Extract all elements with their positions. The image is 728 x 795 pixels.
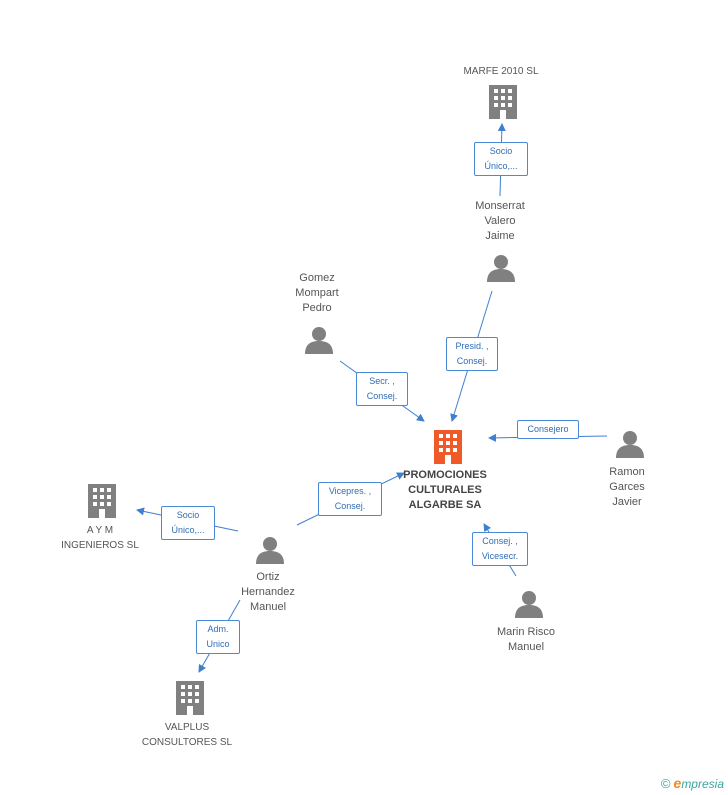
node-label-ramon[interactable]: Ramon Garces Javier (609, 466, 645, 508)
node-label-ortiz[interactable]: Ortiz Hernandez Manuel (241, 571, 295, 613)
building-icon-aym[interactable] (88, 484, 116, 518)
person-icon-ortiz[interactable] (256, 537, 284, 564)
edge-label-ramon-main[interactable]: Consejero (517, 420, 579, 439)
edge-label-ortiz-valplus[interactable]: Adm. Unico (196, 620, 240, 654)
person-icon-gomez[interactable] (305, 327, 333, 354)
person-icon-monserrat[interactable] (487, 255, 515, 282)
node-label-main[interactable]: PROMOCIONES CULTURALES ALGARBE SA (403, 469, 487, 511)
brand-footer[interactable]: ©empresia (661, 775, 724, 791)
node-label-valplus[interactable]: VALPLUS CONSULTORES SL (141, 722, 233, 748)
edge-label-gomez-main[interactable]: Secr. , Consej. (356, 372, 408, 406)
copyright-icon: © (660, 776, 671, 791)
node-label-monserrat[interactable]: Monserrat Valero Jaime (475, 200, 525, 242)
building-icon-marfe[interactable] (489, 85, 517, 119)
edge-label-monserrat-marfe[interactable]: Socio Único,... (474, 142, 528, 176)
building-icon-valplus[interactable] (176, 681, 204, 715)
edge-label-monserrat-main[interactable]: Presid. , Consej. (446, 337, 498, 371)
edge-label-marin-main[interactable]: Consej. , Vicesecr. (472, 532, 528, 566)
edge-label-ortiz-main[interactable]: Vicepres. , Consej. (318, 482, 382, 516)
node-label-gomez[interactable]: Gomez Mompart Pedro (295, 272, 339, 314)
node-label-marfe[interactable]: MARFE 2010 SL (463, 66, 539, 77)
edge-label-ortiz-aym[interactable]: Socio Único,... (161, 506, 215, 540)
node-label-marin[interactable]: Marin Risco Manuel (496, 626, 556, 653)
node-label-aym[interactable]: A Y M INGENIEROS SL (61, 525, 139, 551)
person-icon-ramon[interactable] (616, 431, 644, 458)
brand-initial: e (673, 775, 682, 791)
building-icon-main[interactable] (434, 430, 462, 464)
person-icon-marin[interactable] (515, 591, 543, 618)
brand-name: mpresia (681, 777, 724, 791)
